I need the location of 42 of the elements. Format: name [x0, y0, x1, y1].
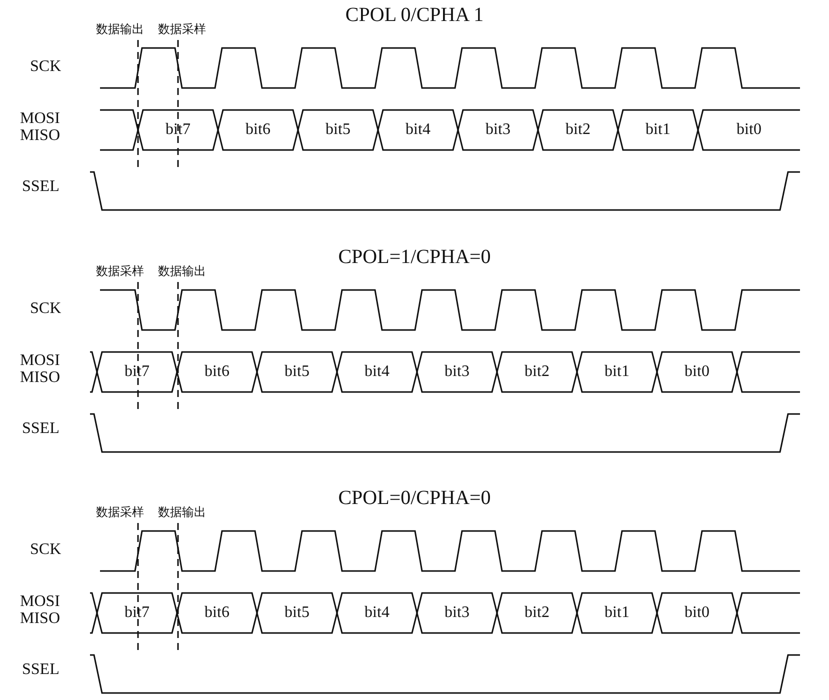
data-bit-cell: bit0 — [698, 110, 800, 150]
edge-annotation: 数据输出 — [96, 21, 144, 38]
signal-name: MOSI MISO — [20, 110, 62, 144]
data-bit-cell: bit5 — [257, 352, 337, 392]
signal-name: SCK — [30, 58, 62, 76]
data-bit-cell: bit1 — [577, 352, 657, 392]
data-bit-cell: bit6 — [218, 110, 298, 150]
data-bit-cell: bit4 — [378, 110, 458, 150]
edge-annotation: 数据输出 — [158, 504, 206, 521]
data-bit-cell: bit5 — [298, 110, 378, 150]
data-bit-cell: bit7 — [97, 352, 177, 392]
signal-name: SSEL — [22, 661, 60, 679]
data-bit-cell: bit2 — [497, 352, 577, 392]
signal-name: SSEL — [22, 178, 60, 196]
signal-name: SSEL — [22, 420, 60, 438]
data-bit-cell: bit2 — [497, 593, 577, 633]
edge-annotation: 数据采样 — [96, 504, 144, 521]
data-bit-cell: bit5 — [257, 593, 337, 633]
data-bit-cell: bit0 — [657, 593, 737, 633]
panel-title: CPOL=1/CPHA=0 — [337, 246, 492, 269]
data-bit-cell: bit4 — [337, 593, 417, 633]
data-bit-cell: bit6 — [177, 352, 257, 392]
data-bit-cell: bit3 — [458, 110, 538, 150]
edge-annotation: 数据采样 — [158, 21, 206, 38]
panel-title: CPOL 0/CPHA 1 — [344, 4, 485, 27]
panel-title: CPOL=0/CPHA=0 — [337, 487, 492, 510]
signal-name: SCK — [30, 300, 62, 318]
data-bit-cell: bit3 — [417, 352, 497, 392]
edge-annotation: 数据采样 — [96, 263, 144, 280]
data-bit-cell: bit1 — [577, 593, 657, 633]
data-bit-cell: bit7 — [97, 593, 177, 633]
data-bit-cell: bit1 — [618, 110, 698, 150]
signal-name: MOSI MISO — [20, 352, 62, 386]
data-bit-cell: bit3 — [417, 593, 497, 633]
edge-annotation: 数据输出 — [158, 263, 206, 280]
data-bit-cell: bit4 — [337, 352, 417, 392]
data-bit-cell: bit7 — [138, 110, 218, 150]
data-bit-cell: bit0 — [657, 352, 737, 392]
data-bit-cell: bit2 — [538, 110, 618, 150]
data-bit-cell: bit6 — [177, 593, 257, 633]
signal-name: MOSI MISO — [20, 593, 62, 627]
signal-name: SCK — [30, 541, 62, 559]
